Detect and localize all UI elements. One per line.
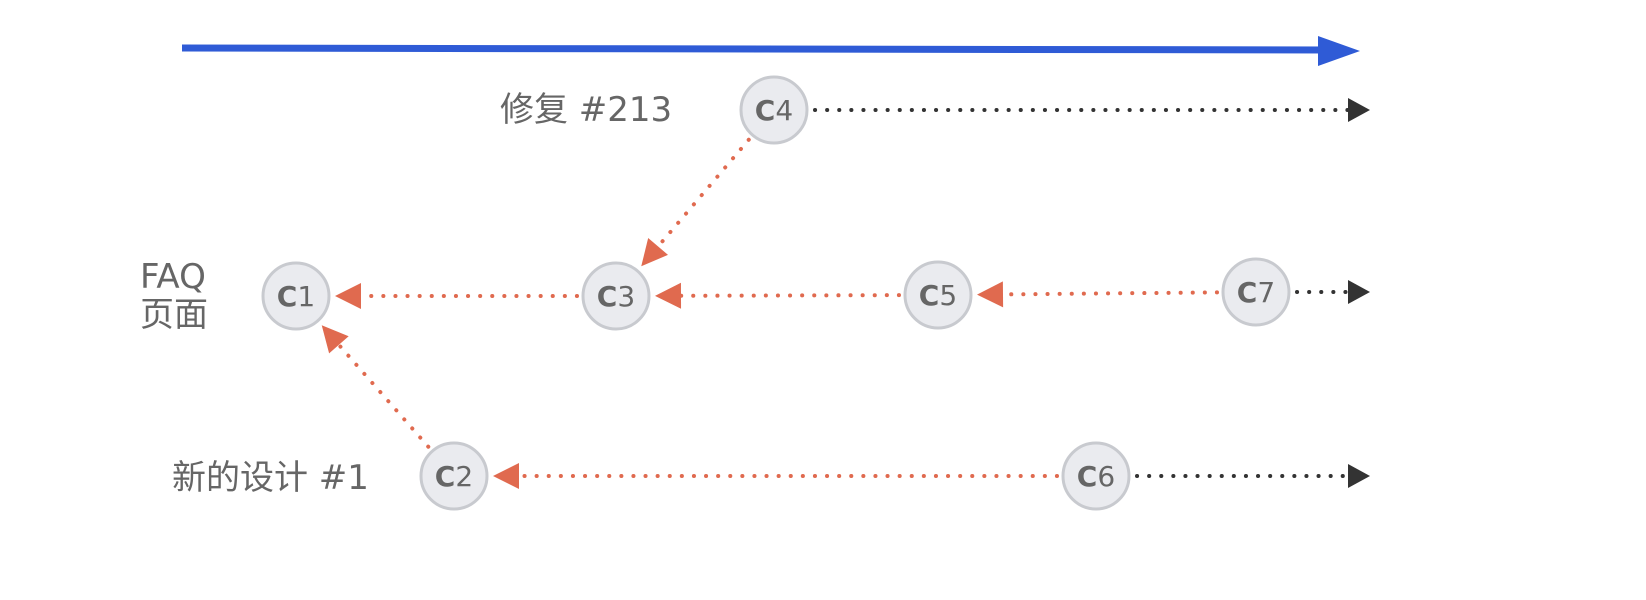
commit-node-c2-circle <box>419 441 489 511</box>
commit-node-c4-number: 4 <box>775 94 793 127</box>
timeline-line <box>181 44 1331 54</box>
commit-node-c6-letter: C <box>1077 460 1098 493</box>
commit-node-c3-label: C3 <box>597 280 635 313</box>
timeline-arrow <box>181 36 1360 66</box>
commit-node-c3: C3 <box>581 261 651 331</box>
edge-c5-to-c3-arrowhead <box>654 282 682 309</box>
commit-node-c7-label: C7 <box>1237 276 1275 309</box>
commit-node-c7: C7 <box>1221 257 1291 327</box>
commit-node-c5-letter: C <box>919 279 940 312</box>
edge-c7-to-c5-line <box>1000 290 1220 297</box>
commit-node-c7-circle <box>1221 257 1291 327</box>
commit-node-c4: C4 <box>739 75 809 145</box>
edge-c4-to-c3-line <box>656 137 751 249</box>
commit-node-c3-number: 3 <box>617 280 635 313</box>
commit-node-c7-letter: C <box>1237 276 1258 309</box>
commit-node-c5-number: 5 <box>939 279 957 312</box>
continuation-c7-arrowhead <box>1348 280 1370 304</box>
commit-node-c3-circle <box>581 261 651 331</box>
commit-node-c1: C1 <box>261 261 331 331</box>
commit-node-c2-label: C2 <box>435 460 473 493</box>
branch-label-faq-line2: 页面 <box>140 295 208 335</box>
commit-node-c3-letter: C <box>597 280 618 313</box>
commit-node-c7-number: 7 <box>1257 276 1275 309</box>
edge-c3-to-c1-arrowhead <box>335 283 361 309</box>
edge-c6-to-c2 <box>493 463 1059 489</box>
commit-node-c6-circle <box>1061 441 1131 511</box>
commit-node-c1-number: 1 <box>297 280 315 313</box>
commit-node-c4-circle <box>739 75 809 145</box>
commit-node-c6: C6 <box>1061 441 1131 511</box>
commit-node-c2-number: 2 <box>455 460 473 493</box>
commit-node-c6-label: C6 <box>1077 460 1115 493</box>
branch-label-faq-line1: FAQ <box>140 257 206 297</box>
edge-c5-to-c3-line <box>678 293 902 298</box>
branch-label-faq: FAQ 页面 <box>140 258 208 334</box>
timeline-arrowhead <box>1318 36 1360 66</box>
edge-c4-to-c3-arrowhead <box>641 238 668 267</box>
branch-label-hotfix: 修复 #213 <box>500 90 673 130</box>
edge-c7-to-c5 <box>976 281 1220 308</box>
commit-node-c1-circle <box>261 261 331 331</box>
edge-c3-to-c1 <box>335 283 579 309</box>
commit-node-c2-letter: C <box>435 460 456 493</box>
commit-node-c6-number: 6 <box>1097 460 1115 493</box>
commit-node-c2: C2 <box>419 441 489 511</box>
edge-c6-to-c2-arrowhead <box>493 463 519 489</box>
branch-label-design: 新的设计 #1 <box>172 458 369 498</box>
edge-c2-to-c1 <box>321 325 431 449</box>
commit-node-c5-circle <box>903 260 973 330</box>
continuation-c7 <box>1295 280 1370 304</box>
commit-node-c4-letter: C <box>755 94 776 127</box>
edge-c7-to-c5-arrowhead <box>976 281 1004 308</box>
continuation-c6-arrowhead <box>1348 464 1370 488</box>
commit-node-c4-label: C4 <box>755 94 793 127</box>
edge-c4-to-c3 <box>641 137 751 267</box>
branch-continuations <box>813 98 1370 488</box>
commit-node-c5-label: C5 <box>919 279 957 312</box>
commit-node-c5: C5 <box>903 260 973 330</box>
commit-node-c1-letter: C <box>277 280 298 313</box>
commit-edges <box>321 137 1220 489</box>
edge-c2-to-c1-line <box>336 342 431 449</box>
edge-c5-to-c3 <box>654 282 902 309</box>
edge-c2-to-c1-arrowhead <box>321 325 349 354</box>
continuation-c4-arrowhead <box>1348 98 1370 122</box>
continuation-c6 <box>1135 464 1370 488</box>
commit-node-c1-label: C1 <box>277 280 315 313</box>
continuation-c4 <box>813 98 1370 122</box>
